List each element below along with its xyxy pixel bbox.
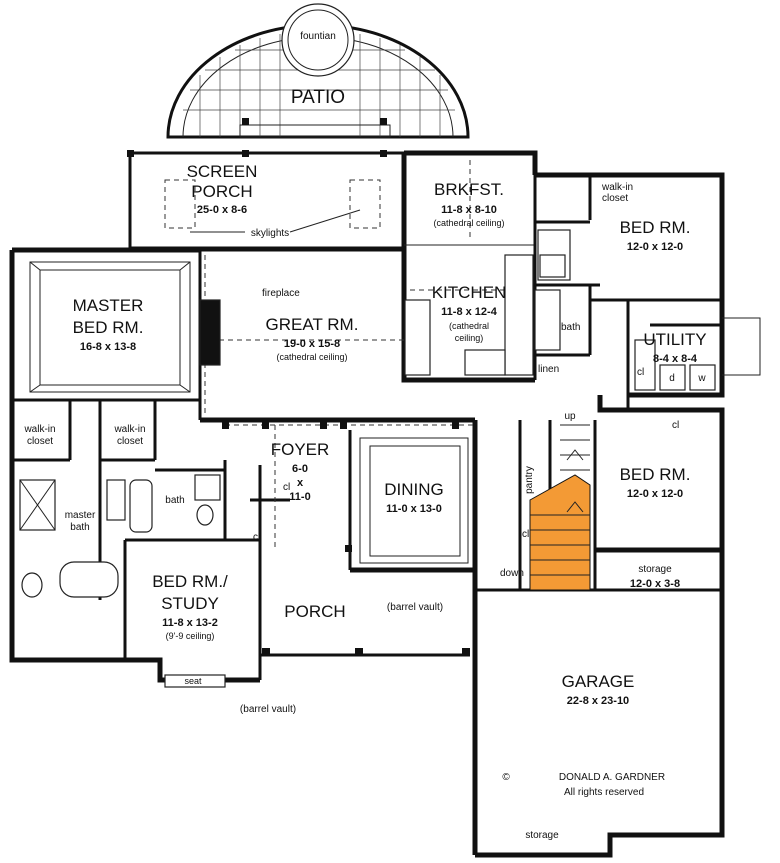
utility-d: d: [669, 373, 675, 384]
foyer-d2: x: [297, 477, 304, 489]
copyright-line-1: DONALD A. GARDNER: [559, 772, 665, 783]
patio: fountian PATIO: [166, 3, 470, 139]
bed-e-label: BED RM.: [620, 465, 691, 484]
walkin-2-line1: walk-in: [113, 424, 145, 435]
cl-pantry: cl: [522, 529, 529, 540]
storage-e-label: storage: [638, 564, 672, 575]
staircase: [529, 424, 591, 591]
bath-mid-label: bath: [165, 495, 184, 506]
walkin-ne-1: walk-in: [601, 182, 633, 193]
breakfast-note: (cathedral ceiling): [433, 218, 504, 228]
stair-down: down: [500, 568, 524, 579]
bed-study-label-2: STUDY: [161, 594, 219, 613]
cl-study: cl: [253, 532, 260, 543]
linen-label: linen: [538, 364, 559, 375]
fireplace: [199, 299, 221, 366]
porch-label: PORCH: [284, 602, 345, 621]
walkin-2-line2: closet: [117, 436, 143, 447]
bed-study-dims: 11-8 x 13-2: [162, 617, 218, 629]
utility-w: w: [697, 373, 706, 384]
bed-e-dims: 12-0 x 12-0: [627, 488, 683, 500]
utility-label: UTILITY: [643, 330, 706, 349]
foyer-label: FOYER: [271, 440, 330, 459]
breakfast-label: BRKFST.: [434, 180, 504, 199]
screen-porch-dims: 25-0 x 8-6: [197, 204, 247, 216]
great-room-dims: 19-0 x 15-8: [284, 338, 340, 350]
cl-foyer: cl: [283, 482, 290, 493]
master-dims: 16-8 x 13-8: [80, 341, 136, 353]
great-room-note: (cathedral ceiling): [276, 352, 347, 362]
utility-dims: 8-4 x 8-4: [653, 353, 698, 365]
patio-label: PATIO: [291, 87, 345, 108]
ceiling-lines: [29, 160, 530, 564]
kitchen-note-2: ceiling): [455, 333, 484, 343]
seat-note: (barrel vault): [240, 704, 296, 715]
master-bath-2: bath: [70, 522, 89, 533]
foyer-d3: 11-0: [289, 491, 310, 503]
storage-e-dims: 12-0 x 3-8: [630, 578, 680, 590]
bed-ne-label: BED RM.: [620, 218, 691, 237]
utility-cl: cl: [637, 367, 644, 378]
storage-s-label: storage: [525, 830, 559, 841]
garage-label: GARAGE: [562, 672, 635, 691]
walkin-1-line1: walk-in: [23, 424, 55, 435]
seat-label: seat: [184, 676, 202, 686]
garage-dims: 22-8 x 23-10: [567, 695, 629, 707]
walkin-ne-2: closet: [602, 193, 628, 204]
dining-dims: 11-0 x 13-0: [386, 503, 442, 515]
screen-porch-label-1: SCREEN: [187, 162, 258, 181]
skylights-label: skylights: [251, 228, 289, 239]
bed-ne-dims: 12-0 x 12-0: [627, 241, 683, 253]
master-label-2: BED RM.: [73, 318, 144, 337]
fixtures: [19, 229, 716, 598]
bath-ne-label: bath: [561, 322, 580, 333]
dining-label: DINING: [384, 480, 444, 499]
kitchen-note-1: (cathedral: [449, 321, 489, 331]
breakfast-dims: 11-8 x 8-10: [441, 204, 497, 216]
walkin-1-line2: closet: [27, 436, 53, 447]
stair-up: up: [564, 411, 576, 422]
screen-porch-label-2: PORCH: [191, 182, 252, 201]
bed-study-label-1: BED RM./: [152, 572, 228, 591]
fireplace-label: fireplace: [262, 288, 300, 299]
fountain: [281, 3, 355, 77]
master-bath-1: master: [65, 510, 96, 521]
bed-study-note: (9'-9 ceiling): [166, 631, 215, 641]
copyright-symbol: ©: [502, 772, 510, 783]
labels: SCREEN PORCH 25-0 x 8-6 skylights BRKFST…: [23, 162, 706, 841]
porch-note: (barrel vault): [387, 602, 443, 613]
kitchen-label: KITCHEN: [432, 283, 507, 302]
fountain-label: fountian: [300, 31, 336, 42]
pantry-label: pantry: [524, 466, 535, 494]
great-room-label: GREAT RM.: [266, 315, 359, 334]
stair-highlight: [529, 474, 591, 591]
kitchen-dims: 11-8 x 12-4: [441, 306, 498, 318]
columns: [222, 422, 459, 552]
copyright-line-2: All rights reserved: [564, 787, 644, 798]
master-label-1: MASTER: [73, 296, 144, 315]
bed-e-cl: cl: [672, 420, 679, 431]
foyer-d1: 6-0: [292, 463, 308, 475]
